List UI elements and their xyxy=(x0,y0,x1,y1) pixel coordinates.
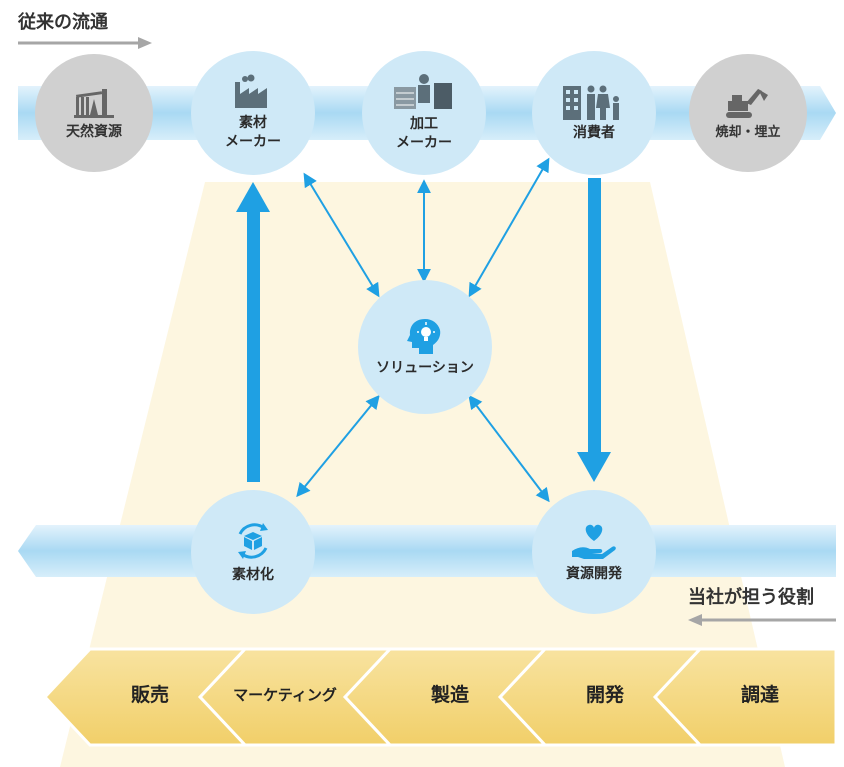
node-label: 焼却・埋立 xyxy=(715,124,781,140)
conventional-flow-heading: 従来の流通 xyxy=(18,12,108,33)
chevron-label-procurement: 調達 xyxy=(740,684,779,706)
node-solution: ソリューション xyxy=(358,280,492,414)
heart-hand-icon xyxy=(572,524,616,559)
family-building-icon xyxy=(563,85,619,120)
node-label: 天然資源 xyxy=(66,123,122,140)
node-resource-development: 資源開発 xyxy=(532,490,656,614)
node-label: 資源開発 xyxy=(566,565,622,582)
link-solution-materialize xyxy=(296,394,380,498)
recycle-box-icon xyxy=(238,522,268,559)
thick-arrow-down xyxy=(577,178,611,482)
chevron-label-development: 開発 xyxy=(585,684,624,706)
link-solution-resource xyxy=(468,394,550,503)
node-consumer: 消費者 xyxy=(532,51,656,175)
chevron-label-marketing: マーケティング xyxy=(233,686,337,704)
company-flow-band xyxy=(18,525,836,577)
thick-arrow-up xyxy=(236,182,270,482)
company-role-heading: 当社が担う役割 xyxy=(688,587,814,608)
worker-icon xyxy=(394,74,452,109)
top-heading-arrow xyxy=(18,37,152,49)
node-material-maker: 素材 メーカー xyxy=(191,51,315,175)
node-materialization: 素材化 xyxy=(191,490,315,614)
node-natural-resources: 天然資源 xyxy=(35,54,153,172)
node-label: 加工 メーカー xyxy=(396,116,452,151)
chevron-label-sales: 販売 xyxy=(130,684,169,706)
node-label: 素材 メーカー xyxy=(225,115,281,150)
chevron-sales xyxy=(42,647,249,747)
node-incineration-landfill: 焼却・埋立 xyxy=(689,54,807,172)
idea-head-icon xyxy=(407,318,441,354)
oil-pump-icon xyxy=(74,88,114,118)
role-heading-arrow xyxy=(688,614,836,626)
value-area-background xyxy=(60,182,785,767)
factory-icon xyxy=(235,74,267,108)
excavator-icon xyxy=(726,88,768,118)
node-label: ソリューション xyxy=(376,359,474,376)
node-label: 消費者 xyxy=(573,124,615,141)
chevron-label-manufacturing: 製造 xyxy=(430,684,469,706)
value-chain xyxy=(42,647,838,747)
node-label: 素材化 xyxy=(232,566,274,583)
link-material-solution xyxy=(303,172,380,298)
node-processing-maker: 加工 メーカー xyxy=(362,51,486,175)
link-consumer-solution xyxy=(468,157,550,298)
